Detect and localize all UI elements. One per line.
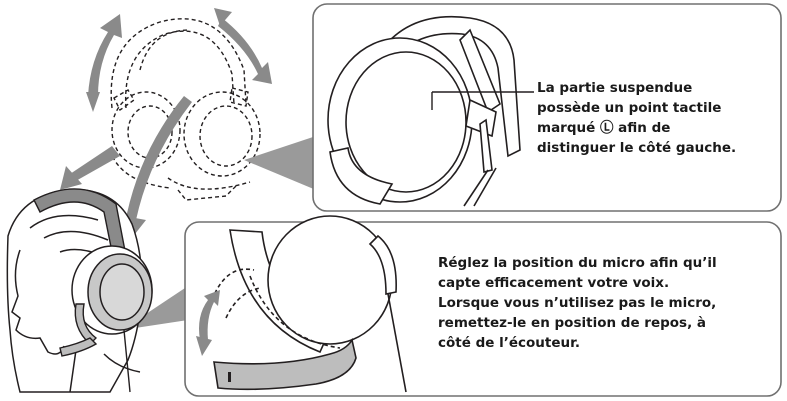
top-panel-pointer (244, 136, 316, 190)
mic-tip-mark (228, 372, 231, 382)
arrow-to-head-left-icon (60, 146, 120, 190)
top-panel-earcup-closeup (327, 15, 521, 207)
rotation-arrow-left-icon (86, 14, 122, 112)
mic-position-note-line: côté de l’écouteur. (438, 335, 580, 351)
touch-dot-note: La partie suspendue possède un point tac… (537, 78, 736, 158)
bottom-panel-mic-closeup (211, 215, 407, 393)
mic-boom-closeup (213, 337, 357, 391)
mic-rotation-arrow-icon (196, 290, 220, 356)
worn-earcup (71, 245, 153, 335)
touch-dot-note-line: marqué Ⓛ afin de (537, 120, 671, 136)
touch-dot-note-line: distinguer le côté gauche. (537, 140, 737, 156)
mic-position-note-line: Lorsque vous n’utilisez pas le micro, (438, 295, 717, 311)
mic-position-note-line: Réglez la position du micro afin qu’il (438, 255, 717, 271)
mic-position-note: Réglez la position du micro afin qu’il c… (438, 253, 717, 353)
touch-dot-note-line: La partie suspendue (537, 80, 693, 96)
mic-position-note-line: remettez-le en position de repos, à (438, 315, 707, 331)
touch-dot-note-line: possède un point tactile (537, 100, 722, 116)
mic-position-note-line: capte efficacement votre voix. (438, 275, 670, 291)
worn-boom-mic (59, 303, 131, 393)
rotation-arrow-right-icon (214, 8, 272, 84)
